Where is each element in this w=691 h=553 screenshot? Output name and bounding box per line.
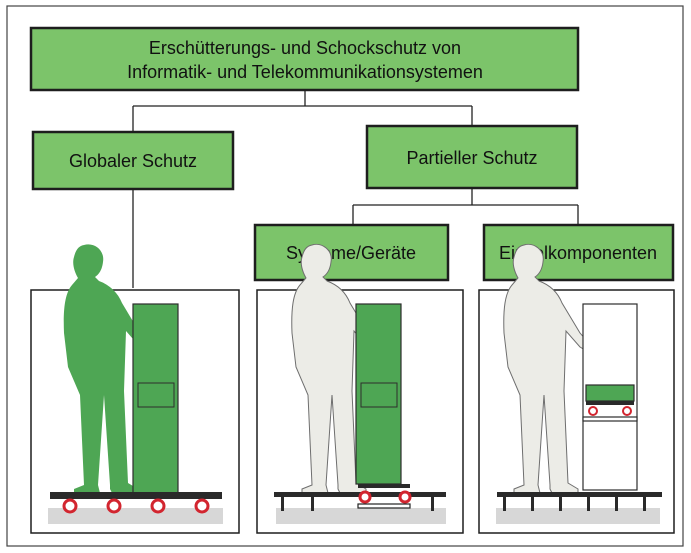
damper-wheel <box>622 406 632 416</box>
node-partial-label: Partieller Schutz <box>406 148 537 168</box>
node-global-protection: Globaler Schutz <box>31 130 235 191</box>
root-node: Erschütterungs- und Schockschutz von Inf… <box>29 26 580 92</box>
root-title-line2: Informatik- und Telekommunikationsysteme… <box>127 62 483 82</box>
floor-shade <box>276 508 446 524</box>
illustration-components <box>478 243 675 534</box>
illustration-systems <box>256 243 464 534</box>
node-components: Einzelkomponenten <box>482 223 675 282</box>
floor-shade <box>496 508 660 524</box>
damper-wheel <box>588 406 598 416</box>
equipment-cabinet <box>355 303 402 485</box>
outer-frame <box>6 5 684 547</box>
isolated-floor-platform <box>50 492 222 499</box>
node-global-label: Globaler Schutz <box>69 151 197 171</box>
isolated-component <box>585 384 635 402</box>
floor-shade <box>48 508 223 524</box>
illustration-global-protection <box>30 244 240 534</box>
shelf-support-bar <box>582 416 638 422</box>
node-partial-protection: Partieller Schutz <box>365 124 579 190</box>
component-base-frame <box>586 401 634 405</box>
cabinet-panel <box>360 382 398 408</box>
damper-wheel <box>358 490 372 504</box>
cabinet-base-frame <box>358 484 410 488</box>
cabinet-panel <box>137 382 175 408</box>
damper-wheel <box>194 498 210 514</box>
damper-wheel <box>62 498 78 514</box>
node-systems: Systeme/Geräte <box>253 223 450 282</box>
raised-floor <box>497 492 662 497</box>
damper-wheel <box>150 498 166 514</box>
root-title-line1: Erschütterungs- und Schockschutz von <box>149 38 461 58</box>
damper-wheel <box>106 498 122 514</box>
damper-wheel <box>398 490 412 504</box>
tree-connectors <box>132 90 579 288</box>
equipment-cabinet <box>132 303 179 495</box>
